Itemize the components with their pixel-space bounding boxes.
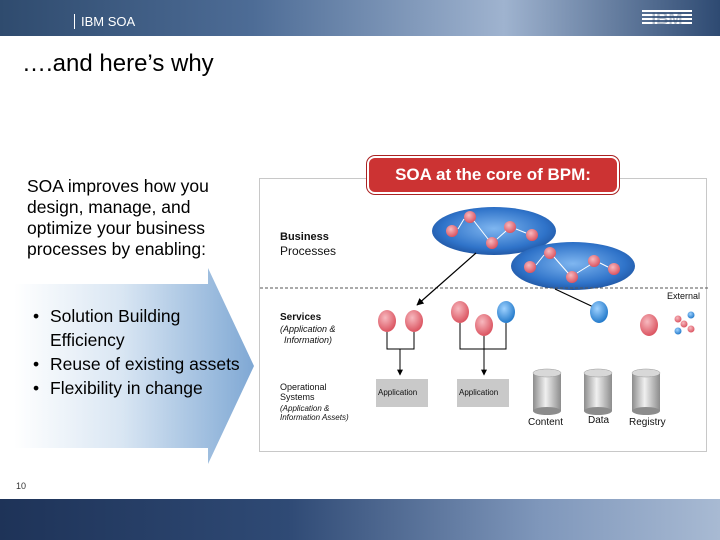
service-node	[640, 314, 658, 336]
registry-cylinder	[632, 369, 660, 415]
brand-label: IBM SOA	[74, 14, 135, 29]
page-number: 10	[16, 481, 26, 491]
service-node	[405, 310, 423, 332]
operational-sub-label-2: Information Assets)	[280, 413, 349, 422]
soa-diagram: Business Processes External Services (Ap…	[259, 178, 707, 452]
slide-title: ….and here’s why	[22, 50, 214, 78]
business-label: Business	[280, 231, 329, 243]
footer-bar	[0, 499, 720, 540]
soa-banner: SOA at the core of BPM:	[367, 156, 619, 194]
intro-text: SOA improves how you design, manage, and…	[27, 176, 242, 260]
service-node	[451, 301, 469, 323]
application-label-2: Application	[459, 388, 498, 397]
services-sub-label-1: (Application &	[280, 324, 336, 334]
external-service-dots	[675, 312, 695, 335]
service-node	[378, 310, 396, 332]
ibm-logo-text: IBM	[651, 9, 682, 28]
data-cylinder	[584, 369, 612, 415]
service-node	[590, 301, 608, 323]
services-sub-label-2: Information)	[284, 335, 332, 345]
content-label: Content	[528, 417, 563, 428]
business-process-ellipse	[511, 242, 635, 290]
operational-label-2: Systems	[280, 392, 315, 402]
operational-sub-label-1: (Application &	[280, 404, 329, 413]
service-node	[497, 301, 515, 323]
content-cylinder	[533, 369, 561, 415]
application-label-1: Application	[378, 388, 417, 397]
bullet-item: Flexibility in change	[33, 376, 243, 400]
registry-label: Registry	[629, 417, 666, 428]
processes-label: Processes	[280, 244, 336, 258]
ibm-logo: IBM	[642, 8, 692, 28]
service-node	[475, 314, 493, 336]
header-bar: IBM SOA IBM	[0, 0, 720, 36]
bullet-list: Solution Building Efficiency Reuse of ex…	[33, 304, 243, 400]
services-label: Services	[280, 312, 321, 323]
data-label: Data	[588, 415, 609, 426]
bullet-item: Reuse of existing assets	[33, 352, 243, 376]
external-label: External	[667, 291, 700, 301]
operational-label-1: Operational	[280, 382, 327, 392]
bullet-item: Solution Building Efficiency	[33, 304, 243, 352]
